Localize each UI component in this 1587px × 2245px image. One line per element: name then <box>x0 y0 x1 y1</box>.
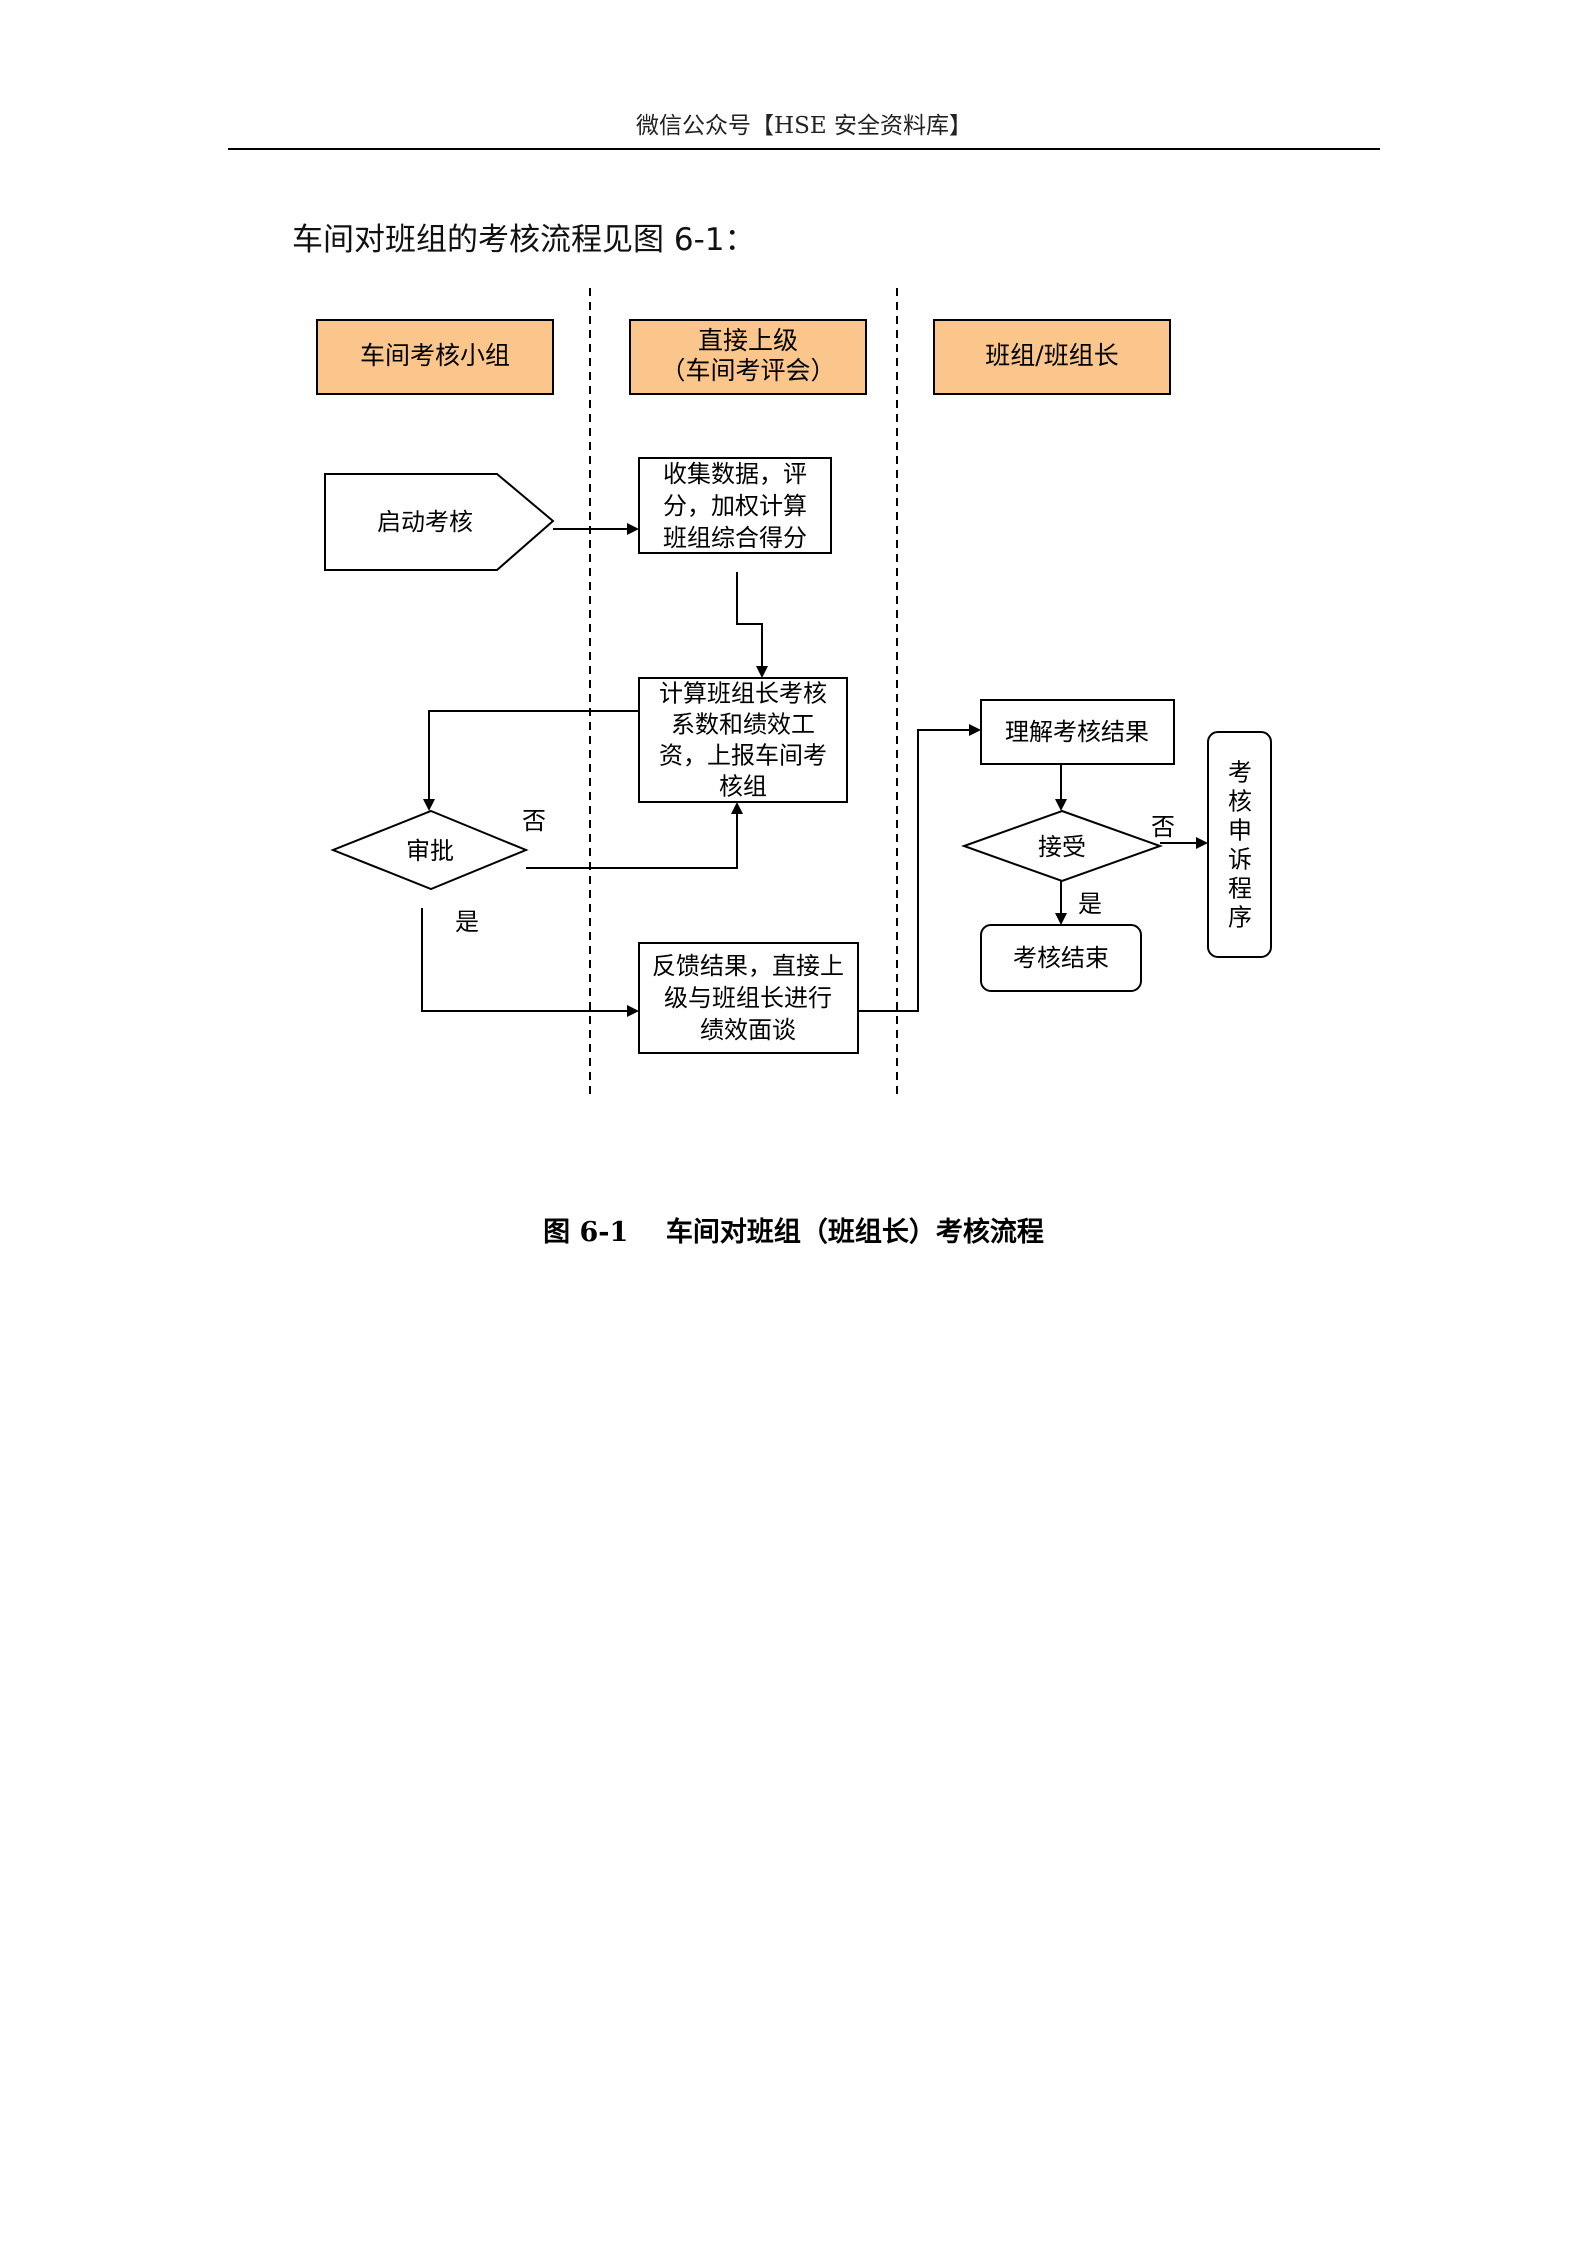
accept-node: 接受 <box>1038 833 1086 861</box>
edge-feedback-understand <box>858 724 981 1012</box>
edge-approve-calc-no <box>526 802 743 869</box>
text-line: 系数和绩效工 <box>671 711 815 739</box>
text-line: 计算班组长考核 <box>659 680 827 708</box>
start-node-shape <box>324 473 555 571</box>
text-line: 考 <box>1228 759 1252 787</box>
text-line: （车间考评会） <box>660 356 835 385</box>
figure-caption: 图 6-1 车间对班组（班组长）考核流程 <box>543 1217 1044 1248</box>
lane-header-workshop-box <box>316 319 554 395</box>
lane-header-team: 班组/班组长 <box>985 341 1118 370</box>
intro-text: 车间对班组的考核流程见图 6-1： <box>292 222 756 258</box>
text-line: 级与班组长进行 <box>664 984 832 1012</box>
approve-node: 审批 <box>406 837 454 865</box>
appeal-node-shape <box>1207 731 1272 958</box>
lane-header-team-box <box>933 319 1171 395</box>
end-node: 考核结束 <box>1013 944 1109 972</box>
lane-header-supervisor-box <box>629 319 867 395</box>
appeal-node: 考核申诉程序 <box>1228 759 1252 932</box>
calc-node: 计算班组长考核系数和绩效工资，上报车间考核组 <box>659 680 827 801</box>
start-node: 启动考核 <box>377 508 473 536</box>
text-line: 班组综合得分 <box>663 524 807 552</box>
lane-header-supervisor: 直接上级（车间考评会） <box>660 326 835 385</box>
feedback-node-shape <box>638 942 859 1054</box>
label-accept-yes: 是 <box>1078 890 1102 918</box>
text-line: 程 <box>1228 875 1252 903</box>
calc-node-shape <box>638 677 848 803</box>
understand-node: 理解考核结果 <box>1005 718 1149 746</box>
collect-node: 收集数据，评分，加权计算班组综合得分 <box>663 460 807 552</box>
collect-node-shape <box>638 457 832 554</box>
text-line: 收集数据，评 <box>663 460 807 488</box>
text-line: 班组/班组长 <box>985 341 1118 370</box>
text-line: 分，加权计算 <box>663 492 807 520</box>
text-line: 反馈结果，直接上 <box>652 952 844 980</box>
approve-node-shape <box>330 809 529 891</box>
edge-approve-feedback-yes <box>421 908 639 1017</box>
text-line: 车间考核小组 <box>360 341 510 370</box>
text-line: 考核结束 <box>1013 944 1109 972</box>
text-line: 绩效面谈 <box>700 1016 796 1044</box>
end-node-shape <box>980 924 1142 992</box>
text-line: 申 <box>1228 817 1252 845</box>
text-line: 核 <box>1228 788 1252 816</box>
text-line: 启动考核 <box>377 508 473 536</box>
page-header: 微信公众号【HSE 安全资料库】 <box>636 113 972 139</box>
edge-collect-calc <box>736 572 768 678</box>
text-line: 诉 <box>1228 846 1252 874</box>
flowchart: 车间考核小组 直接上级（车间考评会） 班组/班组长 启动考核 收集数据，评分，加… <box>316 288 1272 1095</box>
text-line: 理解考核结果 <box>1005 718 1149 746</box>
edge-calc-approve <box>423 710 639 811</box>
label-approve-yes: 是 <box>455 908 479 936</box>
text-line: 核组 <box>719 773 767 801</box>
text-line: 接受 <box>1038 833 1086 861</box>
text-line: 序 <box>1228 904 1252 932</box>
header-rule <box>228 148 1380 150</box>
understand-node-shape <box>980 699 1175 765</box>
lane-header-workshop: 车间考核小组 <box>360 341 510 370</box>
text-line: 审批 <box>406 837 454 865</box>
label-approve-no: 否 <box>522 807 546 835</box>
text-line: 资，上报车间考 <box>659 742 827 770</box>
feedback-node: 反馈结果，直接上级与班组长进行绩效面谈 <box>652 952 844 1044</box>
text-line: 直接上级 <box>698 326 798 355</box>
label-accept-no: 否 <box>1151 813 1175 841</box>
